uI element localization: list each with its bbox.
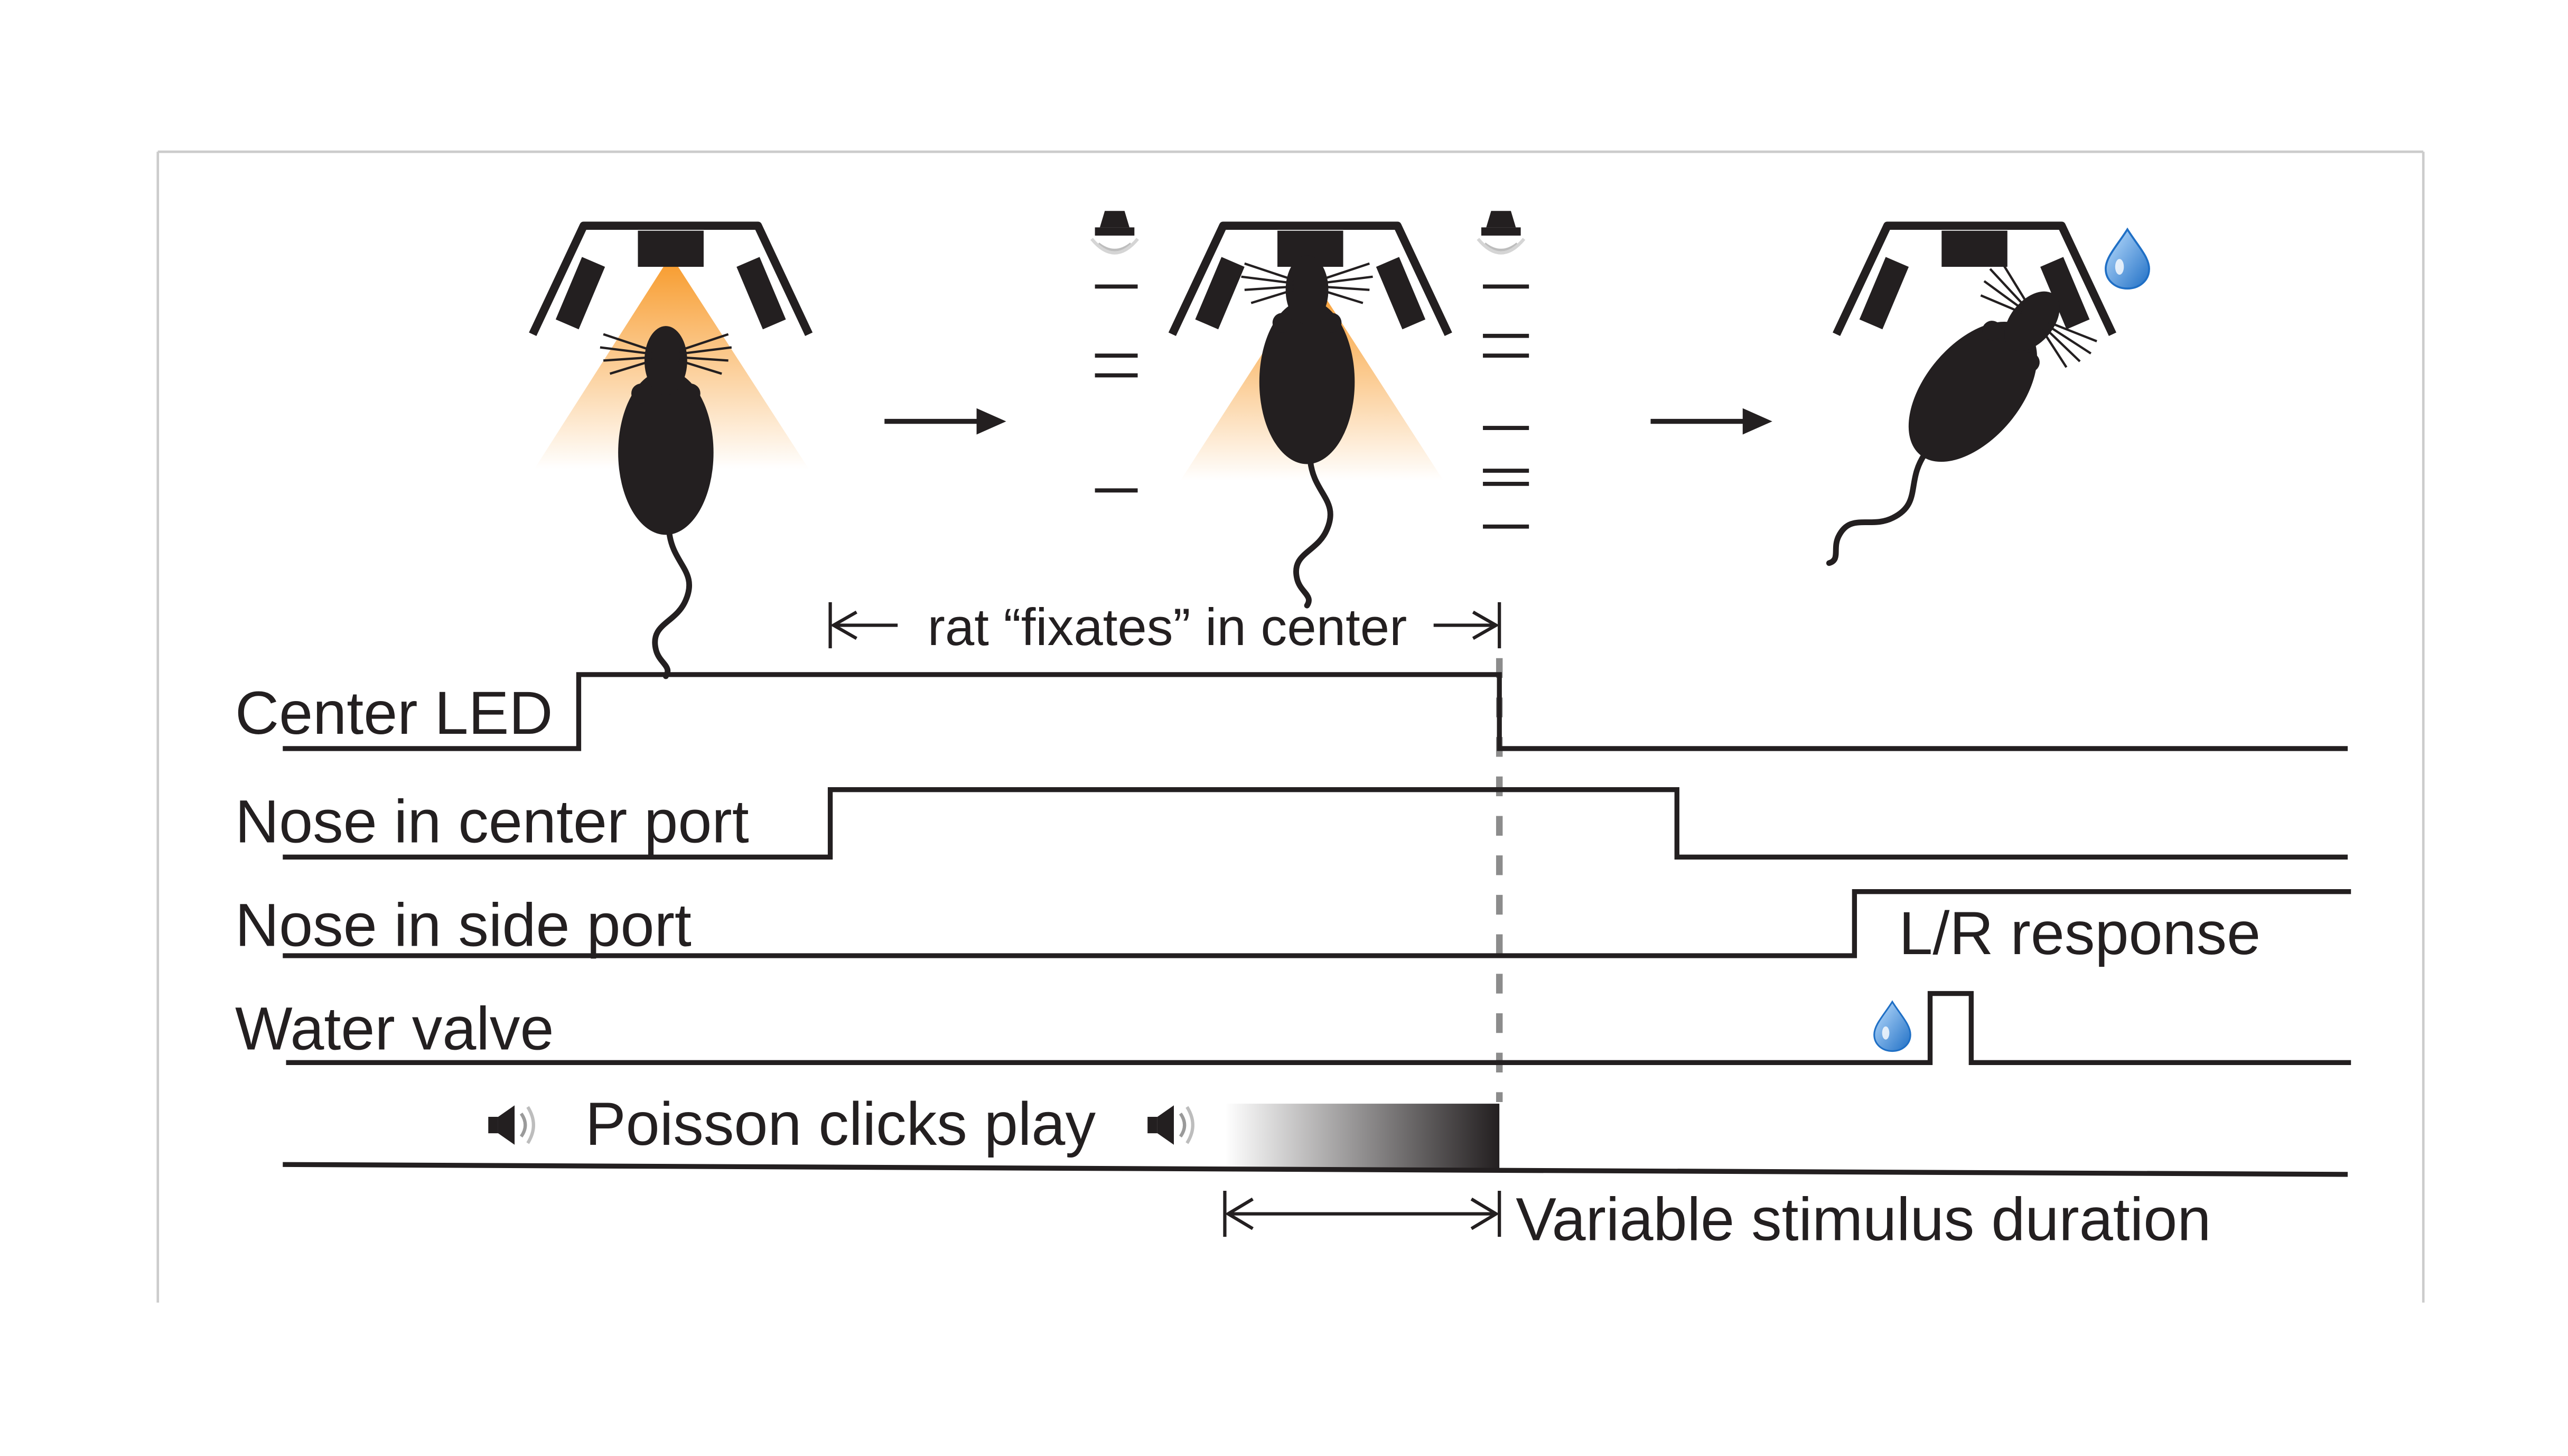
tone-emitter-icon bbox=[1091, 211, 1137, 253]
trace-label-water-valve: Water valve bbox=[235, 995, 554, 1062]
duration-interval: Variable stimulus duration bbox=[1223, 1186, 2211, 1253]
fixation-label: rat “fixates” in center bbox=[928, 598, 1407, 657]
duration-label: Variable stimulus duration bbox=[1516, 1186, 2211, 1253]
water-drop-icon bbox=[1873, 1001, 1911, 1052]
arrow-right-1 bbox=[884, 408, 1006, 435]
panel-rat-reward bbox=[1779, 226, 2150, 605]
arrow-right-2 bbox=[1650, 408, 1772, 435]
trace-center-port bbox=[283, 787, 2348, 860]
stimulus-ramp bbox=[1225, 1104, 1500, 1170]
trace-center-led bbox=[283, 672, 2348, 751]
speaker-icon bbox=[1147, 1105, 1193, 1145]
fixation-interval: rat “fixates” in center bbox=[828, 598, 1501, 657]
speaker-icon bbox=[488, 1105, 534, 1145]
panel-rat-approach bbox=[533, 226, 809, 676]
tone-emitter-icon bbox=[1478, 211, 1524, 253]
trace-label-side-port: Nose in side port bbox=[235, 891, 692, 959]
left-click-train bbox=[1091, 211, 1137, 493]
figure-frame bbox=[156, 150, 2425, 1303]
panel-rat-fixation bbox=[1091, 211, 1529, 605]
response-label: L/R response bbox=[1899, 900, 2261, 967]
ports-illustration bbox=[1836, 226, 2113, 334]
rat-silhouette bbox=[1779, 253, 2105, 605]
clicks-label: Poisson clicks play bbox=[585, 1090, 1096, 1158]
trace-side-port bbox=[283, 889, 2351, 958]
water-drop-icon bbox=[2105, 228, 2150, 290]
trace-label-center-port: Nose in center port bbox=[235, 788, 749, 855]
trace-water-valve bbox=[286, 991, 2351, 1065]
trace-label-center-led: Center LED bbox=[235, 679, 553, 747]
right-click-train bbox=[1478, 211, 1529, 529]
